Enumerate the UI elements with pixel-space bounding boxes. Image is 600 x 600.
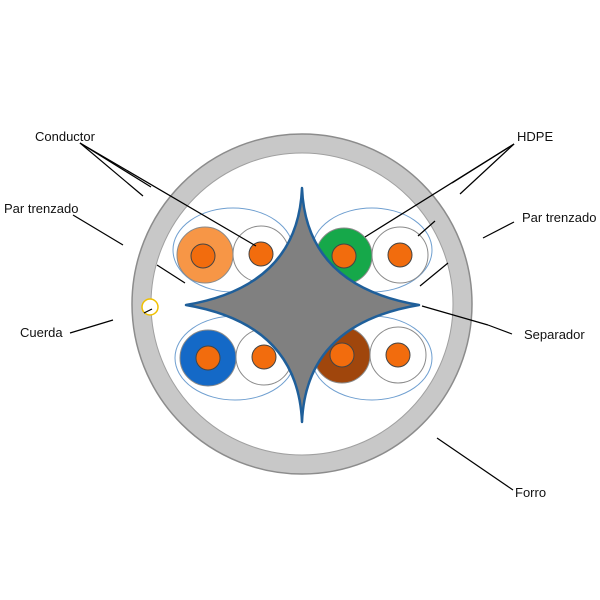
rip-cord <box>141 298 159 316</box>
leader-line-par-trenzado-right <box>482 221 515 239</box>
leader-line-par-trenzado-right <box>417 220 436 237</box>
conductor-core <box>331 243 357 269</box>
conductor-core <box>251 344 277 370</box>
leader-line-par-trenzado-right <box>419 262 449 287</box>
leader-line-par-trenzado-left <box>156 264 186 284</box>
leader-line-cuerda <box>143 308 153 314</box>
leader-line-hdpe <box>364 143 515 238</box>
leader-line-hdpe <box>459 143 515 195</box>
leader-line-forro <box>436 437 514 491</box>
leader-line-conductor <box>79 142 257 247</box>
conductor-core <box>248 241 274 267</box>
conductor-core <box>385 342 411 368</box>
conductor-core <box>387 242 413 268</box>
leader-line-par-trenzado-left <box>72 214 124 246</box>
leader-lines <box>69 142 515 491</box>
label-separador: Separador <box>524 327 585 342</box>
leader-line-cuerda <box>69 319 114 334</box>
label-forro: Forro <box>515 485 547 500</box>
conductor-core <box>195 345 221 371</box>
label-conductor: Conductor <box>35 129 95 144</box>
leader-line-separador <box>421 305 489 326</box>
label-hdpe: HDPE <box>517 129 554 144</box>
label-cuerda: Cuerda <box>20 325 63 340</box>
conductor-core <box>190 243 216 269</box>
label-par-trenzado-left: Par trenzado <box>4 201 79 216</box>
leader-line-separador <box>487 324 513 335</box>
label-par-trenzado-right: Par trenzado <box>522 210 597 225</box>
leader-line-conductor <box>79 142 144 197</box>
conductor-core <box>329 342 355 368</box>
cross-separator <box>184 186 421 424</box>
